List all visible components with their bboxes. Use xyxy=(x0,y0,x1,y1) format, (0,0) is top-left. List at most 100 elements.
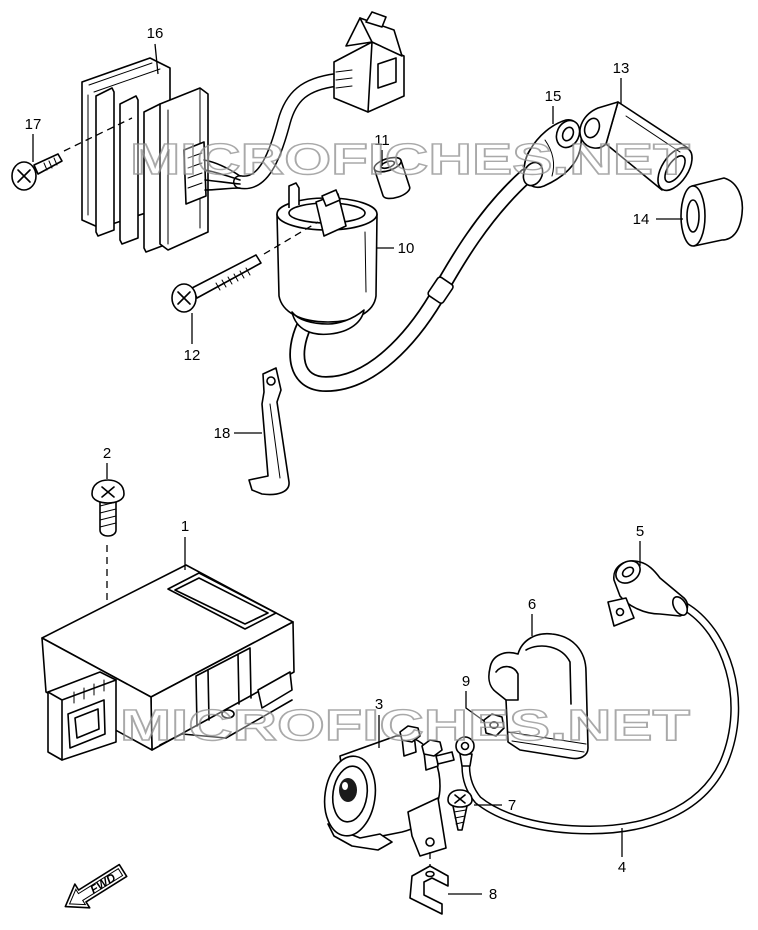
harness-connector-edges xyxy=(359,17,373,113)
unit-connector-ribs xyxy=(73,679,105,704)
boot-shading xyxy=(544,139,555,177)
cap-wire-ring xyxy=(671,596,689,616)
relay-front-ring xyxy=(331,765,369,823)
part-4-lead-wire xyxy=(455,601,740,835)
callout-2: 2 xyxy=(103,445,111,462)
callout-1: 1 xyxy=(181,518,189,535)
ring-terminal-lug xyxy=(459,753,473,767)
watermark-bottom: MICROFICHES.NET xyxy=(120,701,690,750)
strap-hole xyxy=(266,376,276,386)
callout-3: 3 xyxy=(375,696,383,713)
unit-connector-slot xyxy=(74,708,100,739)
strap-band xyxy=(248,367,290,496)
lead-fill xyxy=(291,169,533,391)
part-1-control-unit xyxy=(41,564,295,761)
callout-8: 8 xyxy=(489,886,497,903)
coil-body xyxy=(276,213,378,323)
unit-label-plate-inner xyxy=(174,577,269,625)
high-tension-lead xyxy=(289,168,534,392)
harness-connector-top xyxy=(345,17,403,57)
unit-screw-hole xyxy=(221,709,235,719)
relay-cap xyxy=(339,778,357,802)
clip-plate xyxy=(409,865,449,915)
bolt-threads xyxy=(215,267,251,291)
part-6-rubber-cover xyxy=(488,632,589,760)
cap-mount-hole xyxy=(615,607,625,617)
screw-threads xyxy=(99,501,117,528)
regulator-wire-harness xyxy=(233,73,343,190)
heat-sink-fin xyxy=(95,87,115,237)
part-2-screw xyxy=(91,479,125,600)
unit-connector-edges xyxy=(47,679,117,761)
coil-connector-cap xyxy=(321,189,341,207)
callout-17: 17 xyxy=(25,116,42,133)
part-15-boot xyxy=(522,119,582,188)
callout-6: 6 xyxy=(528,596,536,613)
part-18-strap xyxy=(248,367,290,496)
cap-face xyxy=(680,185,706,247)
part-13-plug-cap xyxy=(579,101,693,192)
nut-hex xyxy=(483,713,505,737)
part-12-bolt xyxy=(171,221,319,313)
plug-cap-elbow-hole xyxy=(583,117,601,139)
boot-top-hole xyxy=(561,126,575,142)
cap-hole xyxy=(686,199,700,233)
cover-flange xyxy=(507,731,587,753)
callout-10: 10 xyxy=(398,240,415,257)
part-14-cap xyxy=(680,177,744,247)
leader-lines xyxy=(32,43,683,895)
screw-head-cross-icon xyxy=(101,486,115,498)
ring-terminal-hole xyxy=(460,741,470,751)
harness-fill xyxy=(234,74,342,188)
heat-sink-fin xyxy=(119,95,139,245)
cap-top-hole xyxy=(621,566,635,578)
screw-threads xyxy=(453,809,467,825)
nut-hole xyxy=(489,721,499,729)
relay-terminal-nut xyxy=(399,725,421,743)
harness-connector-latch xyxy=(365,11,387,28)
unit-bottom-flange xyxy=(159,699,293,746)
unit-label-plate xyxy=(167,572,277,630)
cover-body xyxy=(488,632,589,760)
lead-sleeve-band xyxy=(427,276,454,304)
cover-arch xyxy=(525,645,572,705)
bolt-threads xyxy=(43,157,58,171)
part-5-cap xyxy=(607,560,689,627)
part-3-starter-relay xyxy=(323,725,455,868)
harness-connector-wires xyxy=(335,69,353,89)
leader-9 xyxy=(465,691,485,722)
boot-bottom-ring xyxy=(522,161,544,187)
screw-head-cross-icon xyxy=(454,794,466,804)
assembly-axis-12 xyxy=(263,221,319,255)
coil-highlight xyxy=(364,231,367,293)
sleeve-top xyxy=(373,156,402,173)
callout-16: 16 xyxy=(147,25,164,42)
coil-spade-terminal xyxy=(288,182,300,208)
arrow-left-icon xyxy=(64,863,128,909)
callout-11: 11 xyxy=(374,132,390,149)
callout-18: 18 xyxy=(214,425,231,442)
callout-4: 4 xyxy=(618,859,626,876)
part-10-ignition-coil xyxy=(276,182,378,336)
relay-bracket-hole xyxy=(425,837,435,847)
callout-5: 5 xyxy=(636,523,644,540)
callout-13: 13 xyxy=(613,60,630,77)
bolt-head-cross-icon xyxy=(177,291,191,305)
watermark-top: MICROFICHES.NET xyxy=(130,135,690,184)
lead-sleeve xyxy=(427,276,454,304)
plug-cap-open-end xyxy=(657,146,693,192)
relay-bracket xyxy=(407,797,447,857)
harness-wires xyxy=(203,159,241,191)
part-7-screw xyxy=(447,789,473,831)
boot-top-end xyxy=(555,119,581,149)
callout-14: 14 xyxy=(633,211,650,228)
unit-mount-ribs xyxy=(195,647,252,727)
clip-hole xyxy=(425,870,435,878)
part-16-regulator-rectifier xyxy=(81,11,405,253)
plug-cap-shading xyxy=(625,115,681,153)
cover-opening xyxy=(495,665,519,701)
heat-sink-ridges xyxy=(87,62,161,216)
unit-mount-ear xyxy=(257,671,293,709)
sleeve-bore xyxy=(380,160,396,170)
